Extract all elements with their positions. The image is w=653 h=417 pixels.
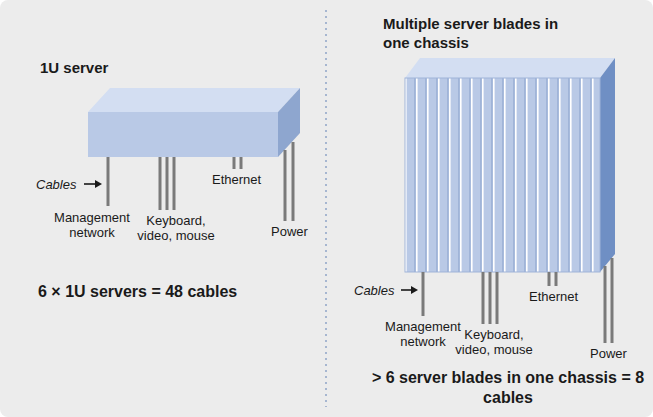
cable-label: Power [271,224,308,239]
cables-1u [108,142,293,221]
cable-label: Ethernet [212,172,261,187]
cable-label: Power [590,346,627,361]
cables-label: Cables [36,177,76,192]
summary-text: 6 × 1U servers = 48 cables [38,282,237,302]
cable-label: Keyboard, video, mouse [452,327,536,357]
cable-label: Ethernet [529,289,578,304]
section-heading: Multiple server blades in one chassis [383,14,578,52]
cable-label: Management network [383,319,463,349]
cable-label: Management network [52,210,132,240]
pointer-arrow [401,286,418,294]
cables-label: Cables [354,283,394,298]
summary-text: > 6 server blades in one chassis = 8 cab… [368,368,648,408]
server-1u [88,88,300,157]
blade-chassis [405,58,615,272]
section-heading: 1U server [40,58,108,77]
cable-label: Keyboard, video, mouse [134,213,218,243]
pointer-arrow [84,180,102,188]
divider [325,10,327,407]
